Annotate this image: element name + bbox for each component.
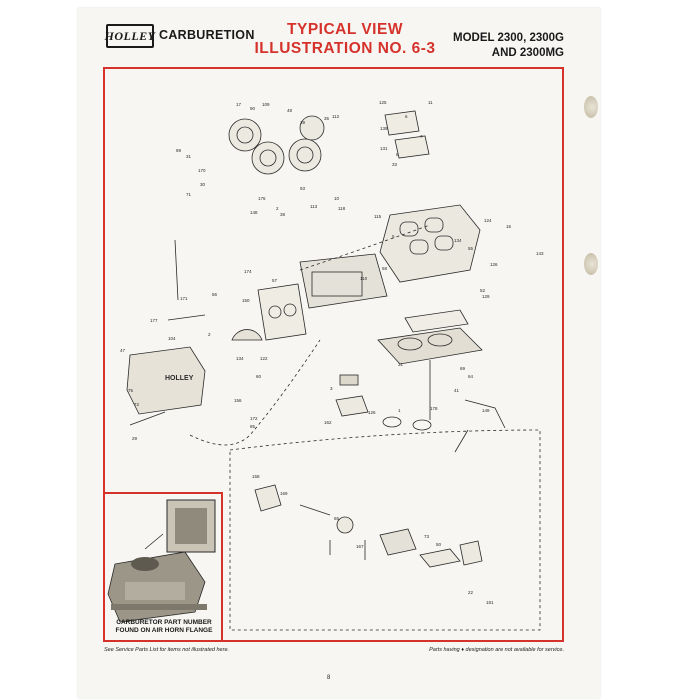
inset-caption: CARBURETOR PART NUMBER FOUND ON AIR HORN…: [110, 619, 218, 635]
callout-number: 1: [398, 408, 401, 413]
carburetor-photo: [107, 499, 216, 623]
part-number-inset: [103, 492, 223, 642]
callout-number: 134: [454, 238, 462, 243]
inset-caption-line-2: FOUND ON AIR HORN FLANGE: [115, 627, 213, 634]
callout-number: 131: [380, 146, 388, 151]
callout-number: 124: [484, 218, 492, 223]
logo-text: HOLLEY: [104, 28, 156, 43]
callout-number: 57: [272, 278, 278, 283]
callout-number: 65: [334, 516, 340, 521]
model-line-2: AND 2300MG: [491, 47, 564, 59]
callout-number: 71: [186, 192, 192, 197]
callout-number: 64: [468, 374, 474, 379]
model-line-1: MODEL 2300, 2300G: [452, 32, 564, 44]
callout-number: 110: [360, 276, 368, 281]
callout-number: 93: [300, 186, 306, 191]
callout-number: 112: [332, 114, 340, 119]
callout-number: 125: [379, 100, 387, 105]
callout-number: 33: [392, 162, 398, 167]
footer-note-right: Parts having ♦ designation are not avail…: [429, 647, 564, 653]
callout-number: 22: [468, 590, 474, 595]
callout-number: 75: [128, 388, 134, 393]
callout-number: 2: [208, 332, 211, 337]
callout-number: 58: [382, 266, 388, 271]
holley-logo: HOLLEY: [104, 24, 156, 48]
callout-number: 16: [506, 224, 512, 229]
callout-number: 170: [198, 168, 206, 173]
callout-number: 126: [368, 410, 376, 415]
callout-number: 148: [250, 210, 258, 215]
callout-number: 176: [258, 196, 266, 201]
callout-number: 167: [356, 544, 364, 549]
callout-number: 35: [324, 116, 330, 121]
callout-number: 11: [428, 100, 433, 105]
callout-number: 31: [186, 154, 192, 159]
callout-number: 169: [280, 491, 288, 496]
callout-number: 143: [536, 251, 544, 256]
callout-number: 174: [244, 269, 252, 274]
illustration-title: TYPICAL VIEW ILLUSTRATION NO. 6-3: [245, 20, 445, 58]
title-line-1: TYPICAL VIEW: [287, 21, 403, 38]
callout-number: 50: [436, 542, 442, 547]
callout-number: 162: [324, 420, 332, 425]
callout-number: 38: [280, 212, 286, 217]
callout-number: 73: [424, 534, 430, 539]
callout-number: 52: [480, 288, 486, 293]
callout-number: 56: [212, 292, 218, 297]
callout-number: 158: [252, 474, 260, 479]
callout-number: 60: [256, 374, 262, 379]
callout-number: 104: [168, 336, 176, 341]
callout-number: 149: [482, 408, 490, 413]
callout-number: 69: [460, 366, 466, 371]
callout-number: 118: [338, 206, 346, 211]
callout-number: 6: [405, 114, 408, 119]
callout-number: 181: [486, 600, 494, 605]
footer-note-left: See Service Parts List for items not ill…: [104, 647, 230, 653]
callout-number: 134: [236, 356, 244, 361]
inset-caption-line-1: CARBURETOR PART NUMBER: [116, 619, 212, 626]
callout-number: 5: [392, 234, 395, 239]
svg-text:HOLLEY: HOLLEY: [165, 375, 194, 382]
callout-number: 41: [454, 388, 460, 393]
callout-number: 139: [380, 126, 388, 131]
callout-number: 30: [200, 182, 206, 187]
callout-number: 171: [180, 296, 188, 301]
callout-number: 8: [396, 152, 399, 157]
callout-number: 39: [300, 120, 306, 125]
callout-number: 2: [276, 206, 279, 211]
section-title: CARBURETION: [159, 28, 255, 42]
callout-number: 126: [490, 262, 498, 267]
model-title: MODEL 2300, 2300G AND 2300MG: [453, 31, 564, 61]
callout-number: 172: [250, 416, 258, 421]
callout-number: 48: [287, 108, 293, 113]
callout-number: 115: [374, 214, 382, 219]
illustration-frame: [103, 67, 564, 642]
callout-number: 7: [420, 134, 423, 139]
callout-number: 47: [120, 348, 126, 353]
title-line-2: ILLUSTRATION NO. 6-3: [254, 40, 436, 57]
callout-number: 85: [250, 424, 256, 429]
callout-number: 72: [134, 402, 140, 407]
callout-number: 178: [430, 406, 438, 411]
binder-hole: [584, 96, 598, 118]
callout-number: 113: [310, 204, 318, 209]
callout-number: 3: [330, 386, 333, 391]
callout-number: 122: [260, 356, 268, 361]
callout-number: 109: [262, 102, 270, 107]
callout-number: 29: [132, 436, 138, 441]
callout-number: 10: [334, 196, 340, 201]
callout-number: 150: [242, 298, 250, 303]
callout-number: 31: [398, 362, 404, 367]
callout-number: 177: [150, 318, 158, 323]
callout-number: 129: [482, 294, 490, 299]
callout-number: 90: [250, 106, 256, 111]
page-number: 8: [327, 675, 331, 681]
callout-number: 17: [236, 102, 242, 107]
callout-number: 89: [176, 148, 182, 153]
binder-hole: [584, 253, 598, 275]
callout-number: 156: [234, 398, 242, 403]
callout-number: 55: [468, 246, 474, 251]
